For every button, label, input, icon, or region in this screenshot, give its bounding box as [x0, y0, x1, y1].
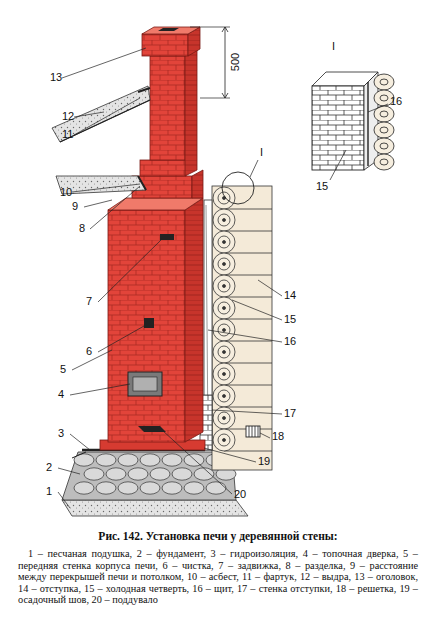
callout-number: 6: [86, 345, 92, 357]
callout-number: 17: [284, 407, 296, 419]
callout-number: I: [260, 146, 263, 158]
callout-number: 7: [86, 295, 92, 307]
callout-number: 19: [258, 455, 270, 467]
callout-number: 16: [284, 335, 296, 347]
figure-caption: Рис. 142. Установка печи у деревянной ст…: [0, 530, 436, 542]
callout-number: 8: [79, 222, 85, 234]
callout-number: 11: [62, 128, 73, 140]
callout-number: 13: [50, 71, 62, 83]
callout-number: 3: [58, 427, 64, 439]
callout-number: 10: [60, 186, 72, 198]
callout-number: 15: [284, 313, 296, 325]
callout-number: 9: [72, 200, 78, 212]
callout-number: 18: [272, 430, 284, 442]
dimension-label: 500: [229, 53, 241, 71]
callout-number: 15: [316, 180, 328, 192]
callout-number: 4: [58, 388, 64, 400]
callout-number: I: [332, 40, 335, 52]
callout-number: 16: [390, 95, 402, 107]
callout-number: 1: [46, 485, 52, 497]
callout-number: 14: [284, 289, 296, 301]
callout-number: 12: [62, 110, 74, 122]
callout-number: 2: [46, 461, 52, 473]
callout-number: 5: [60, 363, 66, 375]
legend-text: 1 – песчаная подушка, 2 – фундамент, 3 –…: [18, 548, 418, 606]
callout-number: 20: [234, 488, 246, 500]
